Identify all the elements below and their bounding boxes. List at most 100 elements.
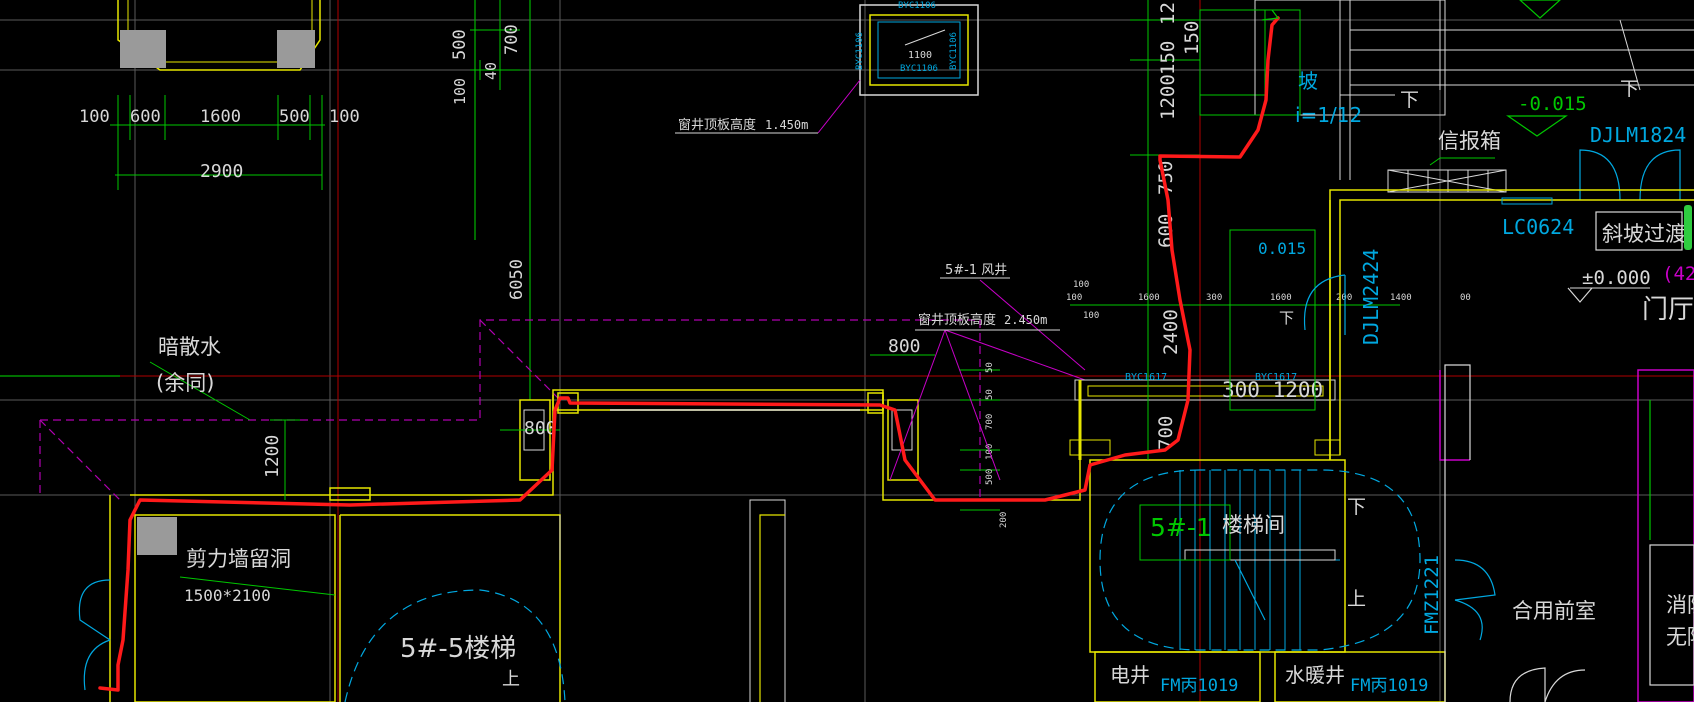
mailbox-label: 信报箱	[1438, 129, 1501, 153]
ramp-transition-box	[1595, 211, 1683, 251]
door-fmz1221-label: FMZ1221	[1421, 555, 1443, 635]
stair-inner-box	[1139, 504, 1231, 561]
stair-5-5-arc	[344, 589, 566, 702]
window-sill-value-1: 1.450m	[765, 118, 808, 132]
down-label-4: 下	[1620, 78, 1639, 100]
dim-1200v: 1200	[262, 435, 283, 478]
lower-center-walls	[559, 499, 786, 702]
hvac-shaft-door: FM丙1019	[1350, 676, 1428, 696]
door-fmz1221	[1454, 559, 1496, 641]
down-label-3: 下	[1400, 89, 1419, 111]
dim-s500: 500	[985, 469, 995, 485]
dim-s50a: 50	[985, 389, 995, 400]
ramp-label: 坡	[1298, 69, 1318, 93]
ramp-area	[1199, 0, 1694, 180]
leader-line-1	[817, 79, 861, 134]
fire-label-2: 无障	[1666, 625, 1694, 649]
shear-wall-label: 剪力墙留洞	[186, 547, 291, 571]
window-sill-value-2: 2.450m	[1004, 313, 1047, 327]
elev-triangle-top	[1519, 0, 1561, 19]
byc1617-left: BYC1617	[1125, 372, 1167, 383]
elev-zero-label: ±0.000	[1582, 267, 1651, 289]
window-well-right	[1069, 379, 1341, 460]
down-arrow-label-2: 下	[1279, 309, 1294, 327]
red-markup-path	[98, 16, 1280, 692]
window-well-top	[859, 4, 979, 96]
left-door	[78, 579, 111, 691]
door-djlm2424	[1303, 274, 1346, 335]
door-djlm1824-label: DJLM1824	[1590, 123, 1686, 147]
byc1106-top: BYC1106	[898, 1, 936, 11]
ramp-slope: i=1/12	[1295, 103, 1362, 127]
dim-100v: 100	[451, 78, 469, 105]
dim-1200-top: 1200	[1157, 74, 1179, 120]
corridor-dims	[270, 354, 935, 500]
byc1106-right: BYC1106	[949, 32, 959, 70]
top-dim-chain	[110, 95, 325, 190]
stair-room-label: 楼梯间	[1222, 513, 1285, 537]
dim-s00: 00	[1460, 293, 1471, 303]
window-lc0624-label: LC0624	[1502, 215, 1574, 239]
dark-drain-note: (余同)	[156, 371, 214, 395]
byc1106-left: BYC1106	[855, 32, 865, 70]
dim-500: 500	[279, 107, 310, 127]
shear-wall-hole-fill	[137, 517, 177, 555]
dim-40: 40	[482, 62, 500, 80]
fire-label-1: 消防	[1666, 593, 1694, 617]
right-envelope	[1329, 189, 1694, 460]
window-lc0624	[1501, 197, 1553, 205]
stair-down-label: 下	[1347, 496, 1366, 518]
stair-up-label: 上	[1347, 588, 1366, 610]
window-sill-label-2: 窗井顶板高度	[918, 312, 996, 328]
hvac-shaft-label: 水暖井	[1285, 663, 1345, 687]
byc1617-right: BYC1617	[1255, 372, 1297, 383]
stair-5-5-up: 上	[502, 669, 520, 690]
foyer-label: 门厅	[1642, 295, 1694, 325]
shared-front-label: 合用前室	[1512, 599, 1596, 623]
green-marker	[1684, 205, 1692, 250]
elev-triangle-neg	[1506, 115, 1568, 137]
dim-600: 600	[130, 107, 161, 127]
dim-700v: 700	[502, 24, 522, 55]
shear-wall-size: 1500*2100	[184, 586, 271, 605]
dim-s200: 200	[1336, 293, 1352, 303]
upper-right-small-dims: 100 1600 300 1600 200 1400 00 100 100 0.…	[1066, 239, 1471, 321]
elev-zero-triangle	[1567, 287, 1593, 303]
dim-s100b: 100	[1073, 280, 1089, 290]
vertical-dims-left	[470, 0, 520, 90]
top-left-wall-detail	[117, 0, 321, 71]
dim-800b: 800	[888, 336, 921, 357]
dim-2400: 2400	[1160, 309, 1182, 355]
elec-shaft-label: 电井	[1110, 663, 1150, 687]
right-walls-magenta	[1439, 369, 1694, 702]
red-arrow-head	[1261, 9, 1280, 21]
air-shaft-label: 5#-1 风井	[945, 263, 1007, 278]
dim-s100a: 100	[1066, 293, 1082, 303]
dim-1600: 1600	[200, 107, 241, 127]
ramp-transition-label: 斜坡过渡	[1602, 222, 1686, 246]
shear-wall-room	[109, 495, 561, 702]
stair-5-5-label: 5#-5楼梯	[400, 634, 516, 664]
corridor-columns	[523, 409, 913, 451]
dark-drain-label: 暗散水	[158, 335, 221, 359]
air-shaft-leaders	[889, 279, 1086, 481]
dim-s300: 300	[1206, 293, 1222, 303]
dim-700r: 700	[1155, 416, 1177, 450]
right-walls-white	[1444, 364, 1694, 702]
dim-800a: 800	[524, 418, 557, 439]
stair-handrail	[1184, 549, 1336, 561]
dim-1100: 1100	[908, 50, 932, 61]
dim-6050: 6050	[507, 259, 527, 300]
dim-300-1200: 300 1200	[1222, 378, 1323, 402]
mailbox-leader	[1429, 157, 1495, 166]
mailbox-fixture	[1387, 169, 1507, 193]
dim-100a: 100	[79, 107, 110, 127]
door-djlm2424-label: DJLM2424	[1359, 249, 1383, 345]
window-sill-label-1: 窗井顶板高度	[678, 117, 756, 133]
dim-s700: 700	[985, 414, 995, 430]
elec-shaft-door: FM丙1019	[1160, 676, 1238, 696]
dim-150b: 150	[1181, 21, 1203, 55]
shear-wall-leader	[179, 576, 336, 596]
